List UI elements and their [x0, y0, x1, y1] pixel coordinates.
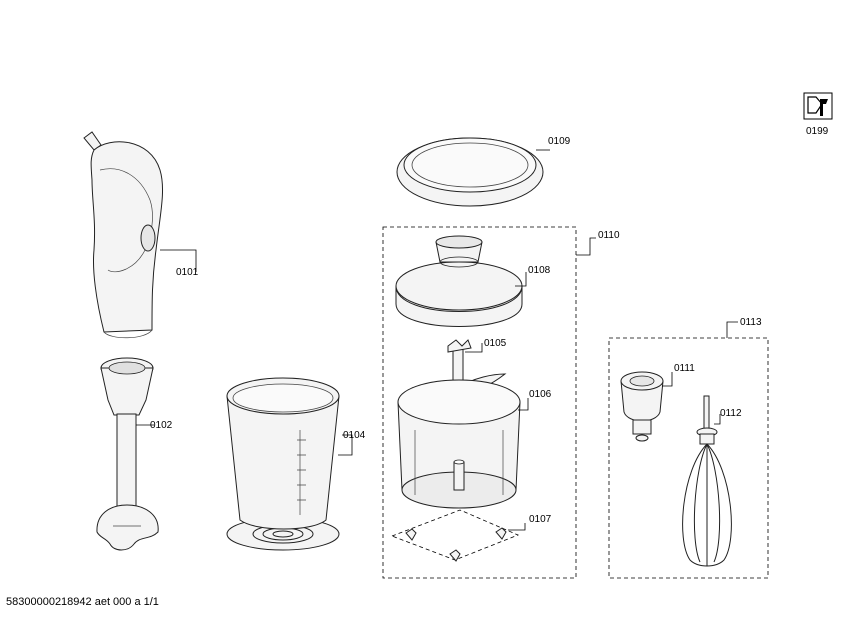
- whisk[interactable]: [682, 395, 732, 567]
- chopper-set[interactable]: [382, 226, 596, 579]
- part-label-0102: 0102: [150, 420, 173, 431]
- measuring-beaker[interactable]: [226, 377, 353, 551]
- document-number: 58300000218942 aet 000 a 1/1: [6, 596, 159, 608]
- service-code: 0199: [806, 126, 829, 137]
- part-label-0108: 0108: [528, 265, 551, 276]
- part-label-0111: 0111: [674, 363, 695, 374]
- whisk-gearbox[interactable]: [620, 371, 673, 442]
- part-label-0113: 0113: [740, 317, 762, 328]
- beaker-lid[interactable]: [396, 137, 550, 207]
- hand-blender-motor[interactable]: [83, 131, 197, 339]
- part-label-0107: 0107: [529, 514, 552, 525]
- part-label-0105: 0105: [484, 338, 507, 349]
- part-label-0112: 0112: [720, 408, 742, 419]
- part-label-0104: 0104: [343, 430, 366, 441]
- whisk-set[interactable]: [608, 321, 769, 579]
- part-label-0110: 0110: [598, 230, 620, 241]
- part-label-0106: 0106: [529, 389, 552, 400]
- anti-slip-feet[interactable]: [390, 509, 526, 562]
- chopper-bowl[interactable]: [397, 379, 529, 509]
- part-label-0109: 0109: [548, 136, 571, 147]
- wrench-service-icon: [803, 92, 833, 120]
- blender-shaft[interactable]: [96, 357, 159, 551]
- chopper-lid[interactable]: [395, 235, 527, 327]
- part-label-0101: 0101: [176, 267, 199, 278]
